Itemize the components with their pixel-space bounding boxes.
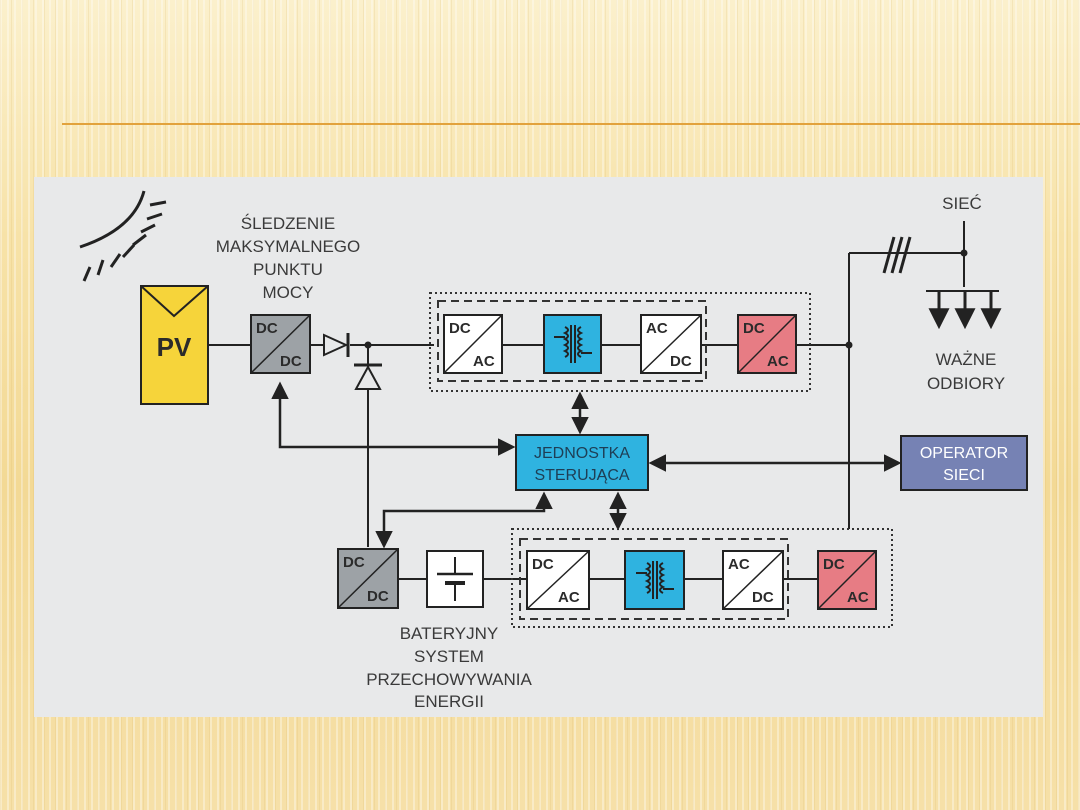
svg-text:DC: DC (367, 588, 389, 605)
top-ac-dc-converter: AC DC (640, 314, 702, 374)
loads-label: WAŻNE ODBIORY (927, 350, 1005, 393)
bottom-transformer-icon (624, 550, 685, 610)
sun-icon (79, 190, 167, 282)
battery-dc-dc-converter: DC DC (337, 548, 399, 609)
svg-text:JEDNOSTKA: JEDNOSTKA (534, 445, 630, 462)
svg-text:DC: DC (343, 554, 365, 571)
mppt-dc-dc-converter: DC DC (250, 314, 311, 374)
svg-text:DC: DC (743, 320, 765, 337)
svg-text:DC: DC (532, 556, 554, 573)
loads-arrows-icon (928, 291, 1002, 330)
svg-text:DC: DC (670, 353, 692, 370)
svg-text:AC: AC (767, 353, 789, 370)
top-inverter-group (429, 292, 811, 392)
diode-series-icon (323, 333, 350, 357)
svg-text:PRZECHOWYWANIA: PRZECHOWYWANIA (366, 670, 532, 689)
three-phase-mark (882, 236, 912, 274)
svg-text:DC: DC (752, 589, 774, 606)
svg-text:MAKSYMALNEGO: MAKSYMALNEGO (216, 237, 361, 256)
svg-text:STERUJĄCA: STERUJĄCA (534, 467, 629, 484)
top-dc-ac-converter: DC AC (443, 314, 503, 374)
svg-text:AC: AC (473, 353, 495, 370)
svg-text:DC: DC (449, 320, 471, 337)
svg-text:ODBIORY: ODBIORY (927, 374, 1005, 393)
svg-text:AC: AC (646, 320, 668, 337)
control-unit: JEDNOSTKA STERUJĄCA (515, 434, 649, 491)
svg-text:OPERATOR: OPERATOR (920, 445, 1008, 462)
svg-text:ENERGII: ENERGII (414, 692, 484, 711)
diagram-panel: PV ŚLEDZENIE MAKSYMALNEGO PUNKTU MOCY (34, 177, 1043, 717)
svg-text:ŚLEDZENIE: ŚLEDZENIE (241, 214, 335, 233)
battery-label: BATERYJNY SYSTEM PRZECHOWYWANIA ENERGII (366, 624, 532, 711)
svg-text:PUNKTU: PUNKTU (253, 260, 323, 279)
svg-text:DC: DC (280, 353, 302, 370)
svg-text:SYSTEM: SYSTEM (414, 647, 484, 666)
svg-text:WAŻNE: WAŻNE (936, 350, 997, 369)
pv-label: PV (157, 332, 192, 362)
top-transformer-icon (543, 314, 602, 374)
grid-operator: OPERATOR SIECI (900, 435, 1028, 491)
svg-text:AC: AC (847, 589, 869, 606)
svg-text:MOCY: MOCY (263, 283, 314, 302)
top-grid-inverter: DC AC (737, 314, 797, 374)
bottom-ac-dc-converter: AC DC (722, 550, 784, 610)
bottom-inverter-group (511, 528, 893, 628)
bottom-dc-ac-converter: DC AC (526, 550, 590, 610)
diode-vertical-icon (354, 363, 382, 390)
svg-text:AC: AC (728, 556, 750, 573)
svg-text:AC: AC (558, 589, 580, 606)
grid-label: SIEĆ (942, 194, 982, 213)
top-isolated-converter-group (437, 300, 707, 382)
svg-text:BATERYJNY: BATERYJNY (400, 624, 499, 643)
pv-panel: PV (140, 285, 209, 405)
svg-text:DC: DC (256, 320, 278, 337)
bottom-isolated-converter-group (519, 538, 789, 620)
bottom-grid-inverter: DC AC (817, 550, 877, 610)
battery-icon (426, 550, 484, 608)
title-underline (62, 123, 1080, 125)
system-diagram: PV ŚLEDZENIE MAKSYMALNEGO PUNKTU MOCY (79, 190, 1028, 711)
mppt-label: ŚLEDZENIE MAKSYMALNEGO PUNKTU MOCY (216, 214, 361, 302)
svg-text:DC: DC (823, 556, 845, 573)
svg-text:SIECI: SIECI (943, 467, 985, 484)
